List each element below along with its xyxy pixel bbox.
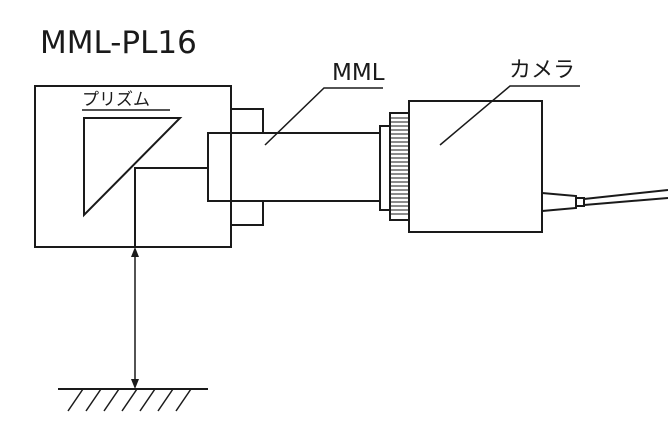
diagram-title: MML-PL16 xyxy=(40,25,197,61)
prism-triangle xyxy=(83,117,183,218)
cable-line-upper xyxy=(583,189,668,200)
ground-hatching xyxy=(67,388,192,412)
camera-leader-line xyxy=(439,85,580,146)
mml-label: MML xyxy=(332,60,385,86)
knurl-lines xyxy=(390,117,409,215)
mount-flange-bottom xyxy=(230,200,264,226)
prism-label: プリズム xyxy=(82,90,150,110)
coupling-ring-inner xyxy=(379,125,391,211)
cable-strain-relief xyxy=(575,197,585,207)
mml-leader-line xyxy=(264,87,383,146)
cable-line-lower xyxy=(583,197,668,206)
optical-path xyxy=(134,167,208,247)
camera-body xyxy=(408,100,543,233)
cable-connector xyxy=(541,191,577,213)
mount-flange-top xyxy=(230,108,264,134)
mml-lens-barrel xyxy=(207,132,381,202)
camera-label: カメラ xyxy=(509,58,576,83)
